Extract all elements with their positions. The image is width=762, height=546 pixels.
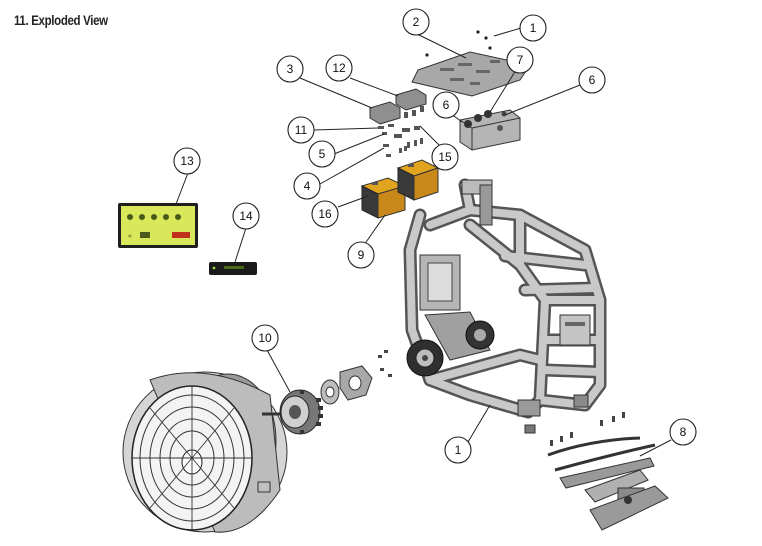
battery bbox=[360, 177, 407, 219]
svg-text:12: 12 bbox=[332, 61, 346, 75]
svg-text:6: 6 bbox=[443, 98, 450, 112]
leader-lines bbox=[175, 27, 672, 457]
display-panel: « bbox=[118, 203, 198, 248]
wheel bbox=[406, 320, 495, 377]
callout-2: 2 bbox=[402, 8, 430, 36]
callout-9: 9 bbox=[347, 241, 375, 269]
svg-text:14: 14 bbox=[239, 209, 253, 223]
svg-text:4: 4 bbox=[304, 179, 311, 193]
callout-13: 13 bbox=[173, 147, 201, 175]
callout-16: 16 bbox=[311, 200, 339, 228]
svg-text:15: 15 bbox=[438, 150, 452, 164]
callout-14: 14 bbox=[232, 202, 260, 230]
callout-5: 5 bbox=[308, 140, 336, 168]
handle-assembly bbox=[547, 412, 669, 531]
hub-screws bbox=[378, 350, 392, 377]
washer bbox=[320, 379, 340, 405]
svg-text:1: 1 bbox=[530, 21, 537, 35]
svg-text:10: 10 bbox=[258, 331, 272, 345]
callout-3: 3 bbox=[276, 55, 304, 83]
svg-text:13: 13 bbox=[180, 154, 194, 168]
svg-text:3: 3 bbox=[287, 62, 294, 76]
callout-6b: 6 bbox=[432, 91, 460, 119]
callout-1: 1 bbox=[519, 14, 547, 42]
callout-11: 11 bbox=[287, 116, 315, 144]
svg-text:1: 1 bbox=[455, 443, 462, 457]
callout-15: 15 bbox=[431, 143, 459, 171]
svg-text:8: 8 bbox=[680, 425, 687, 439]
fan-housing bbox=[122, 371, 288, 533]
callout-8: 8 bbox=[669, 418, 697, 446]
frame bbox=[403, 178, 607, 434]
svg-text:16: 16 bbox=[318, 207, 332, 221]
callout-10: 10 bbox=[251, 324, 279, 352]
svg-text:7: 7 bbox=[517, 53, 524, 67]
svg-text:2: 2 bbox=[413, 15, 420, 29]
callout-6: 6 bbox=[578, 66, 606, 94]
switch-box bbox=[369, 88, 427, 125]
top-plate bbox=[411, 30, 531, 97]
svg-text:5: 5 bbox=[319, 147, 326, 161]
impeller-hub bbox=[262, 389, 323, 435]
small-fasteners bbox=[378, 106, 424, 157]
svg-text:6: 6 bbox=[589, 73, 596, 87]
svg-text:11: 11 bbox=[295, 123, 308, 137]
svg-text:9: 9 bbox=[358, 248, 365, 262]
led-strip bbox=[209, 262, 257, 275]
hub-plate bbox=[339, 365, 373, 401]
callout-1b: 1 bbox=[444, 436, 472, 464]
battery bbox=[396, 159, 440, 201]
callout-4: 4 bbox=[293, 172, 321, 200]
connector-box bbox=[459, 109, 521, 151]
callout-12: 12 bbox=[325, 54, 353, 82]
callout-7: 7 bbox=[506, 46, 534, 74]
page-title: 11. Exploded View bbox=[14, 12, 108, 28]
svg-text:«: « bbox=[128, 233, 132, 240]
